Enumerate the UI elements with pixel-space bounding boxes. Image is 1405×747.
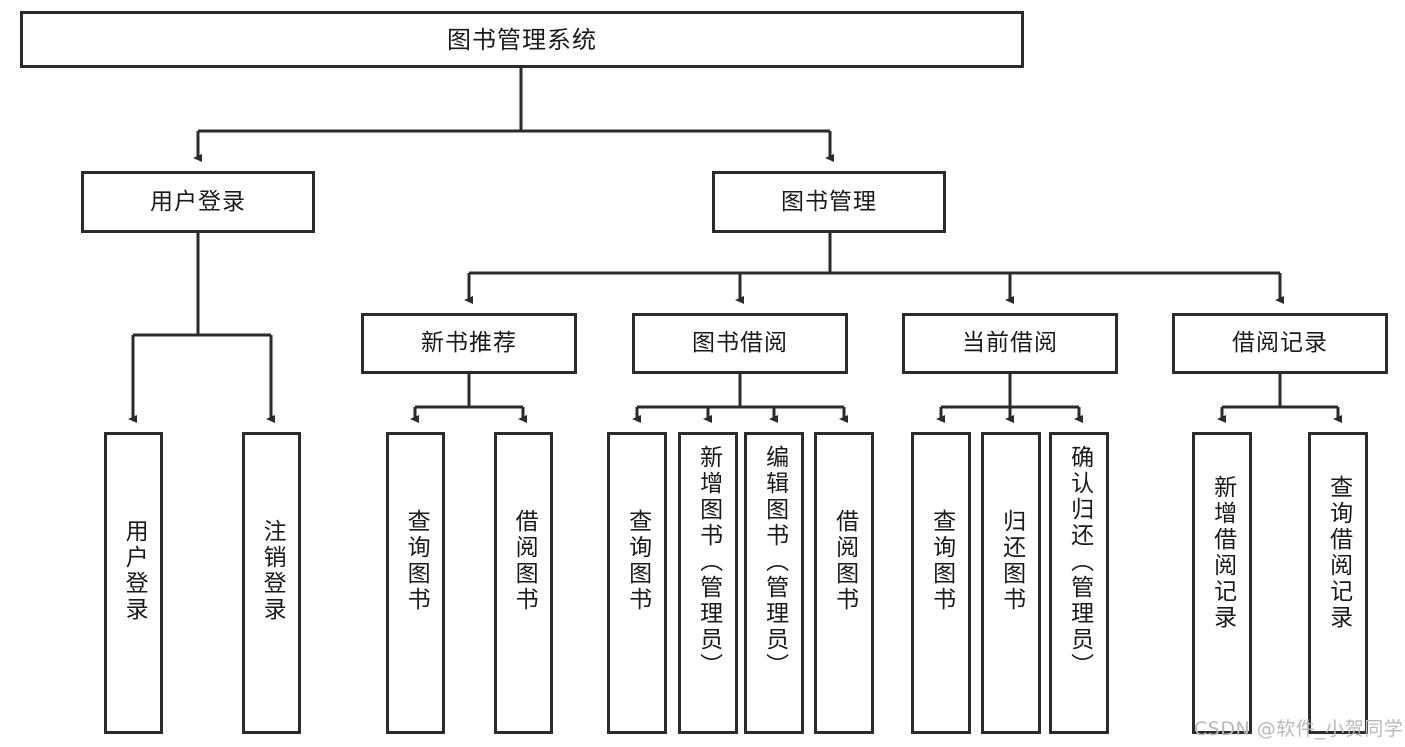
leaf-user-login-signout[interactable]: 注销登录: [242, 432, 301, 734]
node-label: 图书管理: [781, 188, 877, 215]
node-label: 新增图书（管理员）: [695, 445, 722, 679]
node-label: 借阅图书: [511, 509, 538, 613]
node-root-book-management-system[interactable]: 图书管理系统: [20, 11, 1024, 68]
node-book-borrowing[interactable]: 图书借阅: [632, 313, 848, 374]
leaf-new-book-query-book[interactable]: 查询图书: [386, 432, 445, 734]
node-label: 借阅记录: [1232, 330, 1328, 356]
node-label: 借阅图书: [831, 509, 858, 613]
node-label: 新书推荐: [421, 330, 517, 356]
node-label: 查询图书: [403, 509, 430, 613]
csdn-watermark: CSDN @软件_小贺同学: [1194, 718, 1404, 740]
node-label: 查询图书: [928, 509, 955, 613]
leaf-current-borrow-confirm-return-admin[interactable]: 确认归还（管理员）: [1049, 432, 1109, 734]
leaf-current-borrow-query-book[interactable]: 查询图书: [911, 432, 971, 734]
node-new-book-recommendation[interactable]: 新书推荐: [361, 313, 577, 374]
node-current-borrowing[interactable]: 当前借阅: [902, 313, 1118, 374]
node-label: 新增借阅记录: [1209, 475, 1236, 631]
leaf-user-login-signin[interactable]: 用户登录: [104, 432, 163, 734]
leaf-borrow-record-query-record[interactable]: 查询借阅记录: [1308, 432, 1368, 734]
leaf-current-borrow-return-book[interactable]: 归还图书: [981, 432, 1041, 734]
node-label: 当前借阅: [962, 330, 1058, 356]
node-label: 编辑图书（管理员）: [761, 445, 788, 679]
node-label: 图书借阅: [692, 330, 788, 356]
node-user-login[interactable]: 用户登录: [81, 171, 315, 233]
node-label: 查询借阅记录: [1325, 475, 1352, 631]
node-label: 注销登录: [259, 519, 286, 623]
leaf-book-borrow-edit-book-admin[interactable]: 编辑图书（管理员）: [744, 432, 804, 734]
node-label: 用户登录: [121, 519, 148, 623]
leaf-book-borrow-query-book[interactable]: 查询图书: [607, 432, 667, 734]
node-label: 确认归还（管理员）: [1066, 445, 1093, 679]
node-label: 归还图书: [998, 509, 1025, 613]
node-book-management[interactable]: 图书管理: [712, 171, 946, 233]
leaf-borrow-record-add-record[interactable]: 新增借阅记录: [1192, 432, 1252, 734]
leaf-book-borrow-borrow-book[interactable]: 借阅图书: [814, 432, 874, 734]
node-borrowing-record[interactable]: 借阅记录: [1172, 313, 1388, 374]
leaf-new-book-borrow-book[interactable]: 借阅图书: [494, 432, 553, 734]
node-label: 查询图书: [624, 509, 651, 613]
leaf-book-borrow-add-book-admin[interactable]: 新增图书（管理员）: [678, 432, 738, 734]
node-label: 用户登录: [150, 188, 246, 215]
node-label: 图书管理系统: [447, 25, 597, 54]
